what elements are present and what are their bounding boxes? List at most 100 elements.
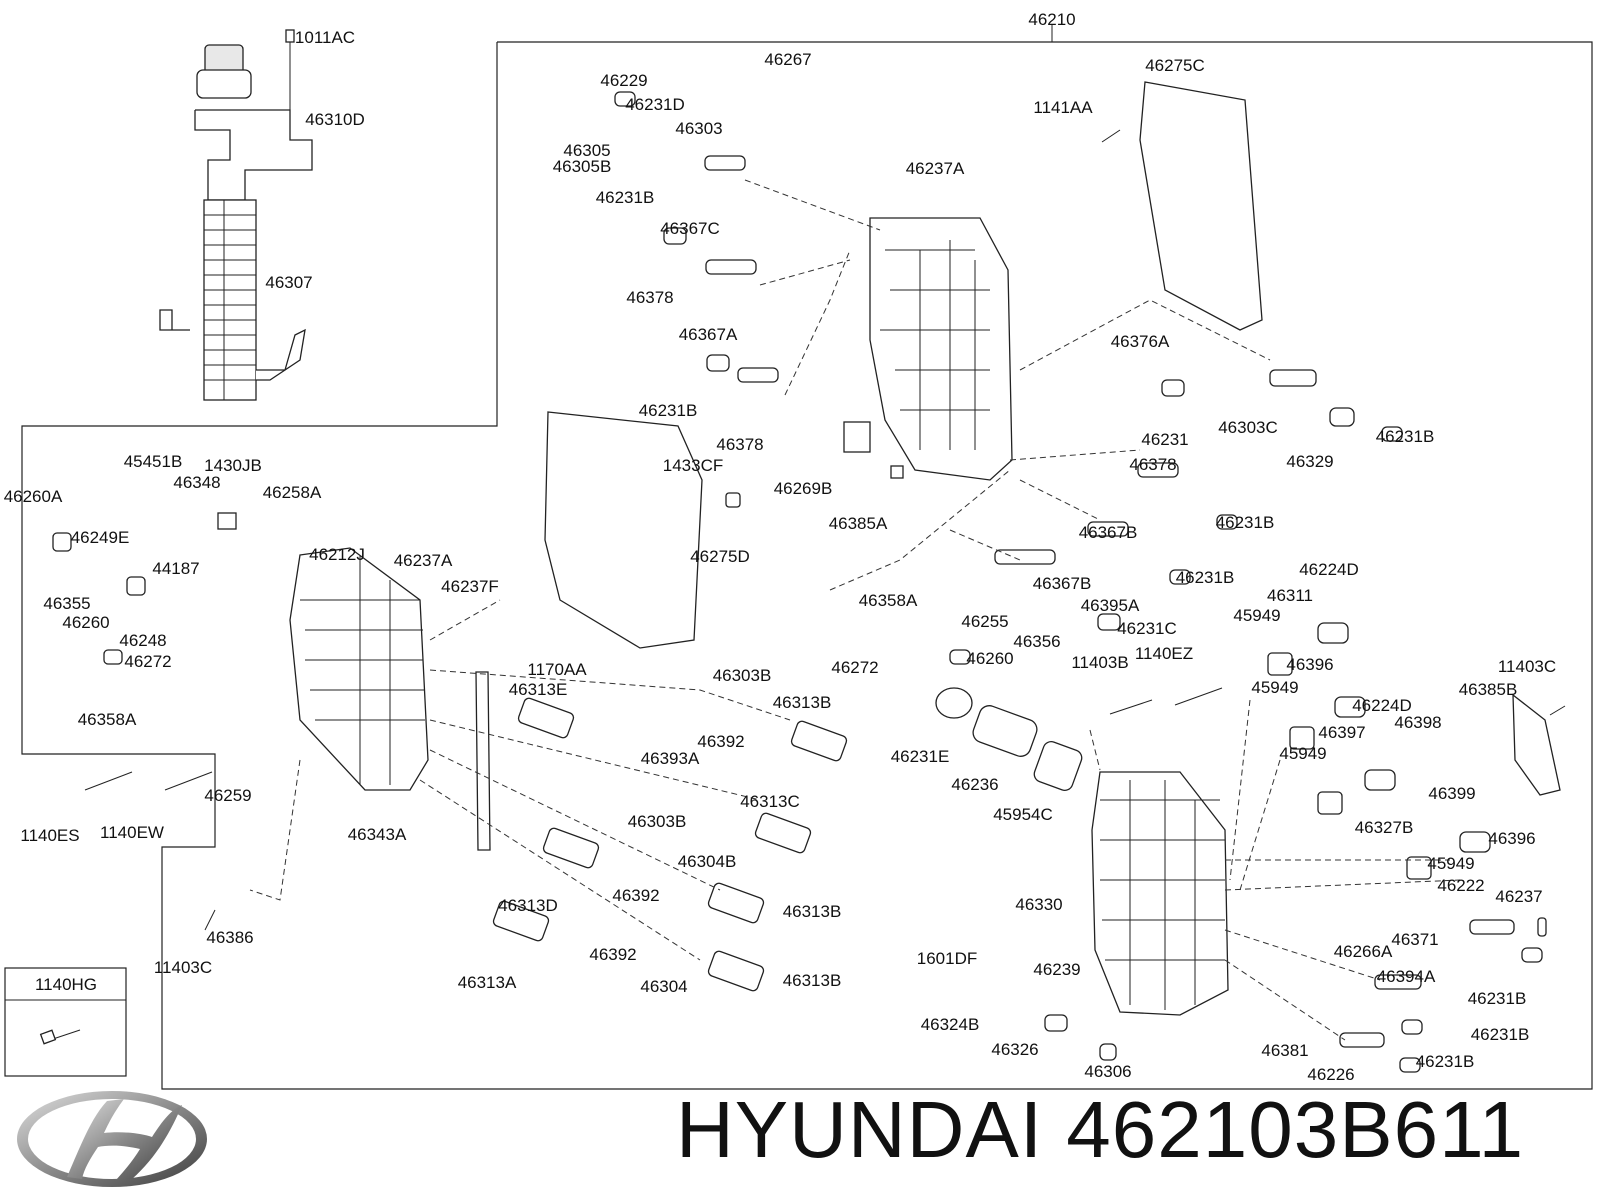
brand-part-number: HYUNDAI 462103B611 [676,1090,1524,1170]
part-label: 46275C [1145,56,1205,75]
part-label: 1140EW [100,823,164,842]
part-label: 46303B [713,666,772,685]
hyundai-logo-icon [17,1091,207,1187]
part-number: 462103B611 [1066,1085,1525,1174]
part-label: 46395A [1081,596,1140,615]
part-label: 1170AA [527,660,587,679]
part-label: 46259 [204,786,251,805]
part-label: 46239 [1033,960,1080,979]
part-label: 1430JB [204,456,262,475]
assembly-frame [21,41,1593,1090]
part-label: 11403B [1071,653,1128,672]
part-label: 45949 [1279,744,1326,763]
part-label: 1140ES [20,826,79,845]
part-label: 46385B [1459,680,1518,699]
part-label: 46313D [498,896,558,915]
inset-bolt [39,1029,57,1045]
part-label: 46367B [1079,523,1138,542]
part-label: 46303C [1218,418,1278,437]
part-label: 46355 [43,594,90,613]
upper-valve-body [869,217,1013,481]
lower-valve-body [1091,771,1229,1016]
part-label: 46248 [119,631,166,650]
part-label: 46237A [394,551,453,570]
part-label: 46307 [265,273,312,292]
part-label: 46224D [1299,560,1359,579]
part-label: 46343A [348,825,407,844]
part-label: 46231E [891,747,950,766]
part-label: 46304B [678,852,737,871]
part-label: 46330 [1015,895,1062,914]
part-label: 45954C [993,805,1053,824]
part-label: 1011AC [295,28,355,47]
part-label: 46231B [1471,1025,1530,1044]
part-label: 46231B [1468,989,1527,1008]
part-label: 46381 [1261,1041,1308,1060]
part-label: 46306 [1084,1062,1131,1081]
part-label: 46348 [173,473,220,492]
part-label: 46304 [640,977,687,996]
springs-and-pistons [935,407,1491,880]
part-label: 46249E [71,528,130,547]
part-label: 46212J [309,545,365,564]
part-label: 46393A [641,749,700,768]
part-label: 46396 [1286,655,1333,674]
part-label: 46226 [1307,1065,1354,1084]
part-label: 46367C [660,219,720,238]
part-label: 45949 [1233,606,1280,625]
solenoids [492,697,848,992]
part-label: 46399 [1428,784,1475,803]
part-label: 46236 [951,775,998,794]
part-label: 46326 [991,1040,1038,1059]
part-label: 46367A [679,325,738,344]
part-label: 46260 [966,649,1013,668]
part-label: 46392 [697,732,744,751]
part-label: 46305 [563,141,610,160]
separator-plates [544,81,1263,649]
part-label: 46258A [263,483,322,502]
part-label: 46356 [1013,632,1060,651]
part-label: 1141AA [1033,98,1093,117]
part-label: 46324B [921,1015,980,1034]
part-label: 46378 [1129,455,1176,474]
part-label: 46313A [458,973,517,992]
part-label: 46260 [62,613,109,632]
part-label: 45949 [1251,678,1298,697]
part-label: 46224D [1352,696,1412,715]
part-label: 46303 [675,119,722,138]
part-label: 46260A [4,487,63,506]
part-label: 44187 [152,559,199,578]
part-label: 46266A [1334,942,1393,961]
part-label: 46358A [78,710,137,729]
part-label: 46327B [1355,818,1414,837]
part-label: 46231C [1117,619,1177,638]
part-label: 46385A [829,514,888,533]
part-label: 46303B [628,812,687,831]
part-label: 46272 [831,658,878,677]
part-label: 46396 [1488,829,1535,848]
part-label: 46313B [773,693,832,712]
part-label: 46313E [509,680,568,699]
part-label: 1140EZ [1135,644,1193,663]
part-label: 46313B [783,902,842,921]
part-label: 46231B [1416,1052,1475,1071]
part-label: 46231D [625,95,685,114]
part-label: 46237 [1495,887,1542,906]
inset-box [4,967,127,1077]
part-label: 46231 [1141,430,1188,449]
part-label: 46231B [596,188,655,207]
inset-label: 1140HG [35,975,97,994]
part-label: 46371 [1391,930,1438,949]
part-label: 46329 [1286,452,1333,471]
part-label: 46267 [764,50,811,69]
part-label: 46313C [740,792,800,811]
part-label: 46269B [774,479,833,498]
bracket [1512,693,1561,796]
part-label: 46378 [626,288,673,307]
frames [4,25,1593,1090]
part-label: 45949 [1427,854,1474,873]
part-label: 46231B [1216,513,1275,532]
part-label: 46311 [1267,586,1313,605]
